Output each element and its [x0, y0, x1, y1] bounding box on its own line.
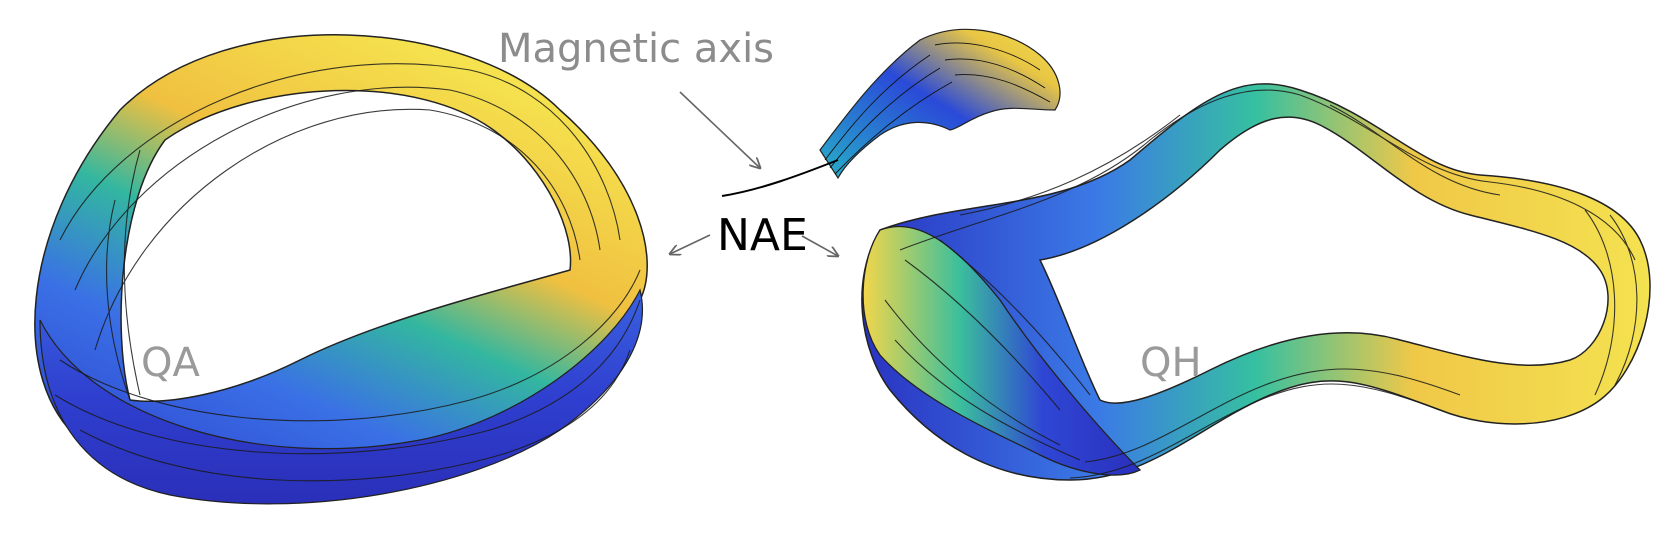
- magnetic-axis-label: Magnetic axis: [498, 26, 775, 72]
- nae-arrow-right: [801, 235, 838, 256]
- qa-label: QA: [141, 340, 200, 386]
- nae-arrow-left: [670, 234, 711, 254]
- magnetic-axis-arrow: [679, 91, 760, 168]
- qh-label: QH: [1140, 340, 1202, 386]
- qh-torus: [861, 83, 1651, 481]
- nae-inset: [721, 28, 1061, 197]
- nae-label: NAE: [717, 210, 808, 261]
- annotation-arrows: [670, 91, 838, 256]
- qa-torus: [34, 34, 648, 505]
